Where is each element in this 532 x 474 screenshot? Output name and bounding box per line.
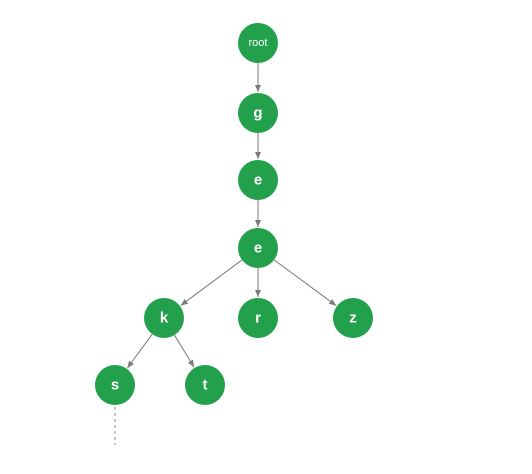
node-k-circle [144, 298, 184, 338]
node-g: g [238, 93, 278, 133]
node-root: root [238, 23, 278, 63]
edges-layer [114, 63, 337, 445]
node-root-label: root [249, 37, 268, 49]
node-k: k [144, 298, 184, 338]
node-t: t [185, 365, 225, 405]
node-e-level3-circle [238, 228, 278, 268]
node-k-label: k [160, 310, 169, 327]
node-t-label: t [203, 377, 208, 394]
edge-k-s [126, 333, 153, 369]
node-r-label: r [255, 310, 261, 327]
node-e-level2: e [238, 160, 278, 200]
node-e-level3: e [238, 228, 278, 268]
node-r-circle [238, 298, 278, 338]
edge-k-t [174, 334, 195, 368]
node-s-circle [95, 365, 135, 405]
edge-e2-k [180, 259, 243, 306]
node-g-circle [238, 93, 278, 133]
node-t-circle [185, 365, 225, 405]
node-r: r [238, 298, 278, 338]
edge-e2-z [273, 259, 337, 306]
node-e-level2-circle [238, 160, 278, 200]
node-root-circle [238, 23, 278, 63]
node-e-level2-label: e [254, 172, 262, 189]
node-z-circle [333, 298, 373, 338]
node-s: s [95, 365, 135, 405]
node-z: z [333, 298, 373, 338]
node-e-level3-label: e [254, 240, 262, 257]
node-s-label: s [111, 377, 119, 394]
node-z-label: z [349, 310, 357, 327]
node-g-label: g [253, 105, 262, 122]
